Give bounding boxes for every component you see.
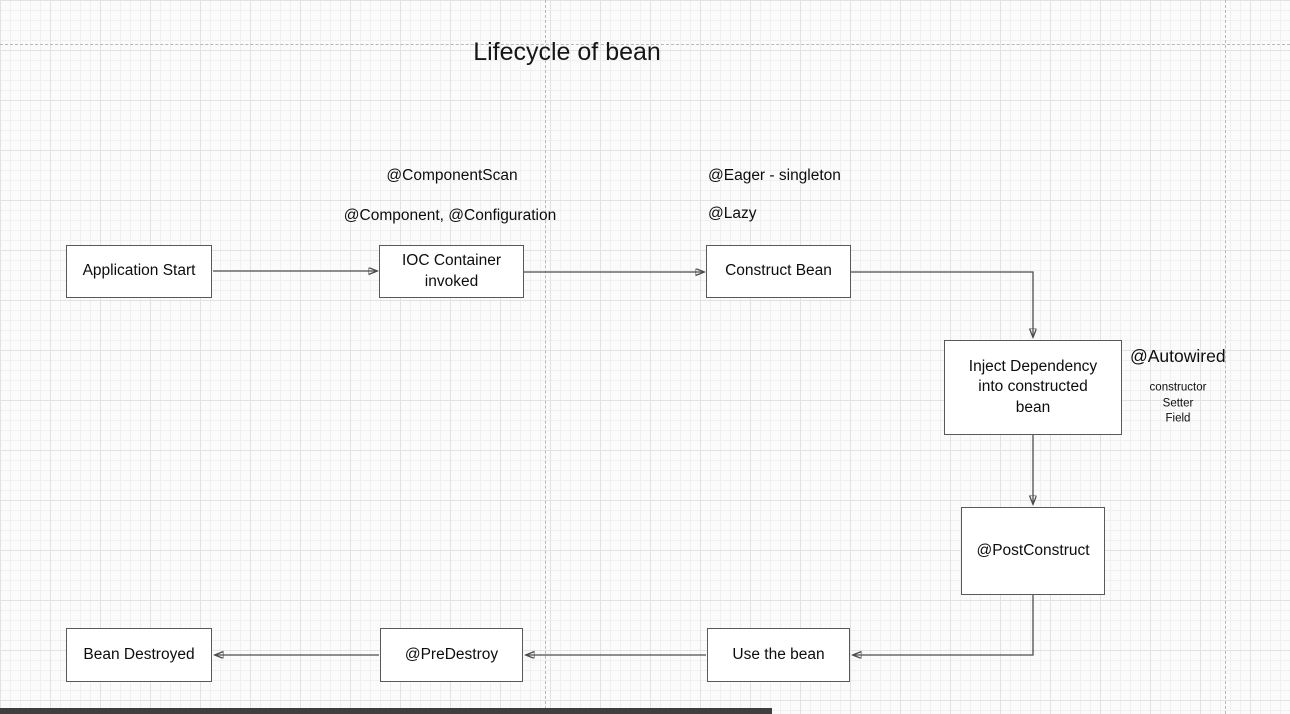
annotation-component-configuration[interactable]: @Component, @Configuration bbox=[343, 207, 557, 224]
annotation-autowired[interactable]: @Autowired bbox=[1130, 346, 1226, 366]
annotation-eager-singleton[interactable]: @Eager - singleton bbox=[708, 167, 841, 184]
node-label: @PostConstruct bbox=[976, 541, 1090, 559]
node-label: Inject Dependency into constructed bean bbox=[968, 358, 1098, 416]
node-use-the-bean[interactable]: Use the bean bbox=[707, 628, 850, 682]
page-guide-vertical-2 bbox=[1225, 0, 1226, 714]
annotation-lazy[interactable]: @Lazy bbox=[708, 205, 757, 222]
node-ioc-container[interactable]: IOC Container invoked bbox=[379, 245, 524, 298]
node-label: Use the bean bbox=[732, 645, 825, 663]
node-label: Application Start bbox=[82, 262, 196, 280]
node-label: Construct Bean bbox=[725, 262, 832, 280]
connector-post-construct-to-use-the-bean[interactable] bbox=[853, 595, 1034, 655]
node-label: IOC Container invoked bbox=[401, 252, 502, 290]
node-label: @PreDestroy bbox=[404, 645, 499, 663]
node-inject-dependency[interactable]: Inject Dependency into constructed bean bbox=[944, 340, 1122, 435]
node-label: Bean Destroyed bbox=[83, 645, 195, 663]
node-pre-destroy[interactable]: @PreDestroy bbox=[380, 628, 523, 682]
node-post-construct[interactable]: @PostConstruct bbox=[961, 507, 1105, 595]
node-bean-destroyed[interactable]: Bean Destroyed bbox=[66, 628, 212, 682]
horizontal-scrollbar-thumb[interactable] bbox=[0, 708, 772, 714]
page-guide-horizontal bbox=[0, 44, 1290, 45]
node-application-start[interactable]: Application Start bbox=[66, 245, 212, 298]
annotation-autowired-detail[interactable]: constructor Setter Field bbox=[1149, 381, 1207, 425]
diagram-title[interactable]: Lifecycle of bean bbox=[473, 38, 661, 66]
annotation-component-scan[interactable]: @ComponentScan bbox=[386, 167, 518, 184]
node-construct-bean[interactable]: Construct Bean bbox=[706, 245, 851, 298]
page-guide-vertical-1 bbox=[545, 0, 546, 714]
connector-construct-bean-to-inject-dependency[interactable] bbox=[851, 271, 1033, 337]
